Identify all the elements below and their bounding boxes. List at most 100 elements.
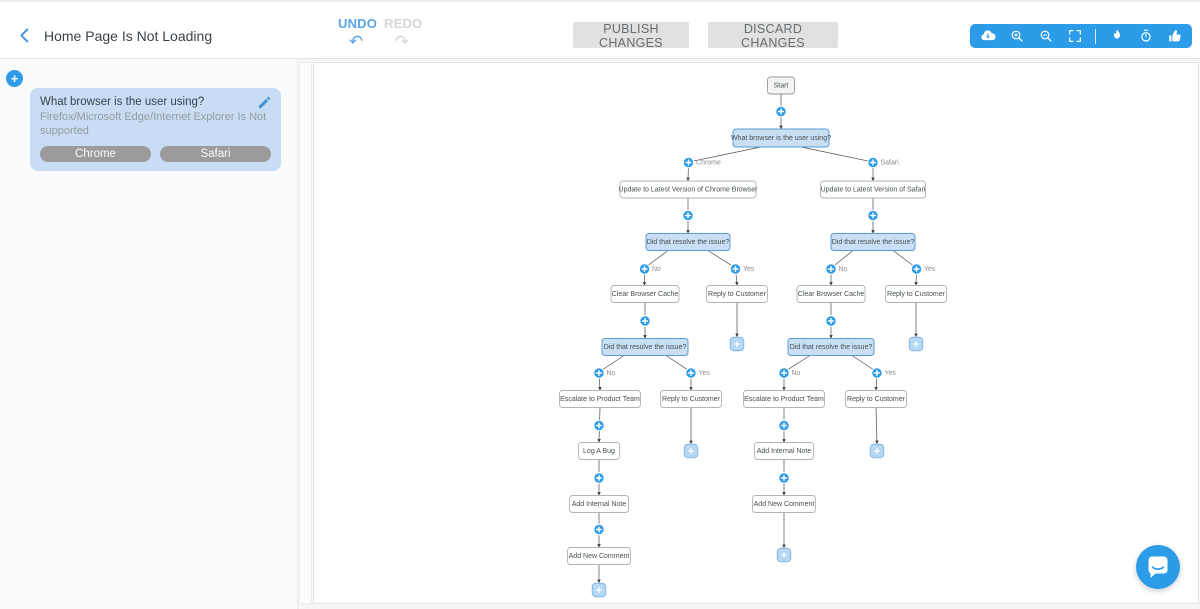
- flow-node-q-resolve-2a[interactable]: Did that resolve the issue?: [601, 338, 689, 356]
- flow-node-reply-customer-d[interactable]: Reply to Customer: [845, 390, 907, 408]
- end-node[interactable]: [776, 547, 792, 563]
- canvas-toolbar: [970, 24, 1192, 48]
- svg-text:Log A Bug: Log A Bug: [583, 448, 615, 455]
- window-top-strip: [0, 0, 1200, 2]
- branch-label: No: [839, 266, 848, 273]
- flow-node-clear-cache-b[interactable]: Clear Browser Cache: [796, 285, 866, 303]
- question-card[interactable]: What browser is the user using? Firefox/…: [30, 88, 281, 171]
- branch-label: Yes: [699, 370, 711, 377]
- flow-node-escalate-a[interactable]: Escalate to Product Team: [559, 390, 641, 408]
- publish-changes-button[interactable]: PUBLISH CHANGES: [573, 22, 689, 50]
- flow-node-new-comment-r[interactable]: Add New Comment: [752, 495, 816, 513]
- add-step-button[interactable]: Yes: [729, 263, 755, 275]
- add-step-button[interactable]: [867, 209, 879, 222]
- flow-node-start[interactable]: Start: [767, 76, 795, 95]
- add-step-button[interactable]: Chrome: [682, 156, 721, 169]
- end-node[interactable]: [591, 582, 607, 598]
- chat-launcher-icon[interactable]: [1136, 545, 1180, 589]
- svg-text:Reply to Customer: Reply to Customer: [662, 396, 721, 403]
- branch-label: Chrome: [696, 160, 721, 167]
- svg-text:Add New Comment: Add New Comment: [569, 553, 630, 560]
- fullscreen-icon[interactable]: [1066, 28, 1083, 45]
- svg-text:Reply to Customer: Reply to Customer: [708, 291, 767, 298]
- edit-pencil-icon[interactable]: [257, 95, 272, 110]
- flow-node-new-comment-l[interactable]: Add New Comment: [567, 547, 631, 565]
- question-card-options: Chrome Safari: [40, 145, 271, 162]
- flow-node-reply-customer-b[interactable]: Reply to Customer: [885, 285, 947, 303]
- undo-label: UNDO: [338, 16, 378, 31]
- undo-button[interactable]: UNDO ↶: [338, 15, 378, 50]
- question-card-title: What browser is the user using?: [40, 96, 205, 108]
- add-step-button[interactable]: [639, 315, 651, 327]
- flow-node-q-browser[interactable]: What browser is the user using?: [731, 128, 831, 148]
- end-node[interactable]: [869, 443, 885, 459]
- add-step-button[interactable]: Safari: [867, 156, 899, 169]
- flow-node-internal-note-r[interactable]: Add Internal Note: [754, 442, 814, 460]
- add-step-button[interactable]: [778, 419, 790, 432]
- cloud-download-icon[interactable]: [979, 28, 996, 45]
- flow-node-q-resolve-1b[interactable]: Did that resolve the issue?: [830, 233, 916, 251]
- zoom-in-icon[interactable]: [1008, 28, 1025, 45]
- question-list-panel: + What browser is the user using? Firefo…: [0, 59, 298, 609]
- svg-text:Add New Comment: Add New Comment: [754, 501, 815, 508]
- flow-node-reply-customer-c[interactable]: Reply to Customer: [660, 390, 722, 408]
- svg-text:What browser is the user using: What browser is the user using?: [731, 135, 831, 142]
- svg-text:Escalate to Product Team: Escalate to Product Team: [560, 396, 640, 403]
- flow-node-q-resolve-1a[interactable]: Did that resolve the issue?: [645, 233, 731, 251]
- add-step-button[interactable]: Yes: [910, 263, 936, 275]
- add-question-button[interactable]: +: [6, 70, 23, 87]
- svg-text:Add Internal Note: Add Internal Note: [757, 448, 812, 455]
- flame-icon[interactable]: [1108, 28, 1125, 45]
- svg-text:Did that resolve the issue?: Did that resolve the issue?: [790, 344, 873, 351]
- add-step-button[interactable]: [593, 523, 605, 536]
- back-icon[interactable]: [14, 24, 36, 46]
- add-step-button[interactable]: Yes: [871, 367, 897, 379]
- add-step-button[interactable]: No: [638, 263, 661, 275]
- add-step-button[interactable]: [593, 472, 605, 484]
- branch-label: Yes: [743, 266, 755, 273]
- add-step-button[interactable]: No: [825, 263, 848, 275]
- canvas-left-rail: [299, 62, 312, 604]
- toolbar-divider: [1095, 28, 1096, 44]
- add-step-button[interactable]: [778, 472, 790, 484]
- add-step-button[interactable]: Yes: [685, 367, 711, 379]
- branch-label: No: [652, 266, 661, 273]
- add-step-button[interactable]: No: [778, 367, 801, 379]
- redo-button[interactable]: REDO ↷: [384, 15, 422, 50]
- option-safari-pill[interactable]: Safari: [160, 145, 271, 162]
- add-step-button[interactable]: [775, 105, 787, 118]
- discard-changes-button[interactable]: DISCARD CHANGES: [708, 22, 838, 50]
- svg-text:Clear Browser Cache: Clear Browser Cache: [798, 291, 865, 298]
- svg-text:Did that resolve the issue?: Did that resolve the issue?: [647, 239, 730, 246]
- flow-node-reply-customer-a[interactable]: Reply to Customer: [706, 285, 768, 303]
- header-bar: Home Page Is Not Loading UNDO ↶ REDO ↷ P…: [0, 2, 1200, 59]
- add-step-button[interactable]: [682, 209, 694, 222]
- end-node[interactable]: [908, 336, 924, 352]
- add-step-button[interactable]: No: [593, 367, 616, 379]
- zoom-out-icon[interactable]: [1037, 28, 1054, 45]
- option-chrome-pill[interactable]: Chrome: [40, 145, 151, 162]
- thumbs-up-icon[interactable]: [1166, 28, 1183, 45]
- add-step-button[interactable]: [593, 419, 605, 432]
- flow-node-clear-cache-a[interactable]: Clear Browser Cache: [610, 285, 680, 303]
- svg-text:Did that resolve the issue?: Did that resolve the issue?: [832, 239, 915, 246]
- add-step-button[interactable]: [825, 315, 837, 327]
- svg-text:Did that resolve the issue?: Did that resolve the issue?: [604, 344, 687, 351]
- flow-node-escalate-b[interactable]: Escalate to Product Team: [743, 390, 825, 408]
- flow-node-q-resolve-2b[interactable]: Did that resolve the issue?: [787, 338, 875, 356]
- svg-text:Start: Start: [774, 83, 789, 90]
- flow-node-log-bug[interactable]: Log A Bug: [578, 442, 620, 460]
- flow-node-update-chrome[interactable]: Update to Latest Version of Chrome Brows…: [619, 180, 759, 199]
- end-node[interactable]: [683, 443, 699, 459]
- stopwatch-icon[interactable]: [1137, 28, 1154, 45]
- branch-label: Yes: [885, 370, 897, 377]
- flow-node-update-safari[interactable]: Update to Latest Version of Safari: [820, 180, 926, 199]
- end-node[interactable]: [729, 336, 745, 352]
- question-card-subtitle: Firefox/Microsoft Edge/Internet Explorer…: [40, 111, 267, 137]
- flow-node-internal-note-l[interactable]: Add Internal Note: [569, 495, 629, 513]
- svg-text:Update to Latest Version of Ch: Update to Latest Version of Chrome Brows…: [619, 187, 759, 194]
- svg-text:Escalate to Product Team: Escalate to Product Team: [744, 396, 824, 403]
- branch-label: Yes: [924, 266, 936, 273]
